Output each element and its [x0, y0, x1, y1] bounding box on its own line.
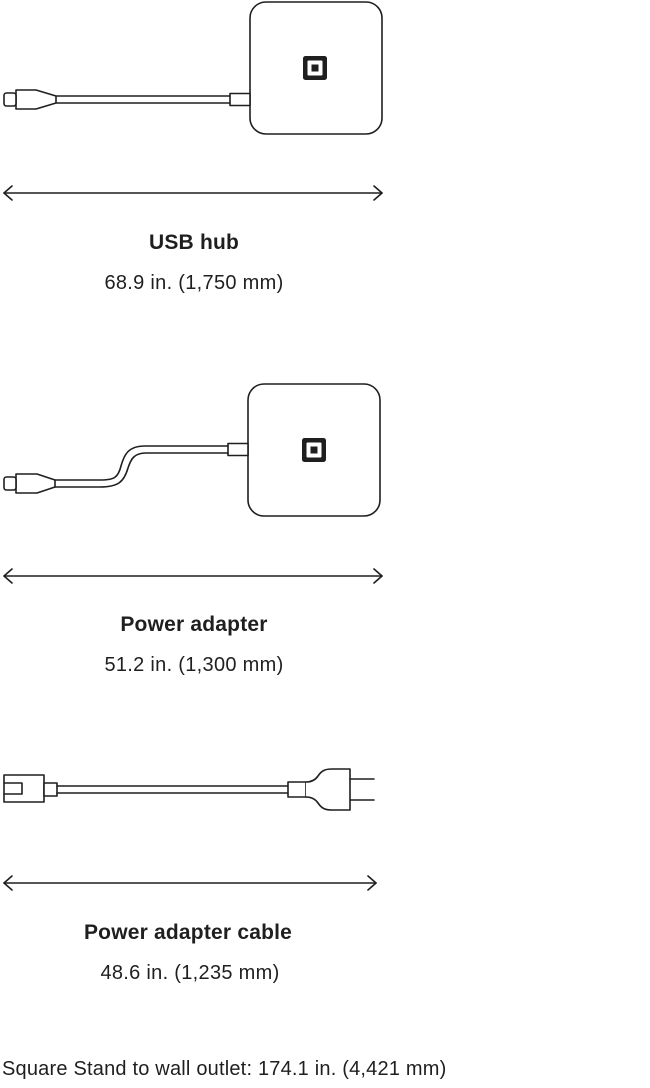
usb-hub-illustration	[3, 1, 383, 135]
usb-hub-title: USB hub	[148, 231, 240, 254]
usb-hub-cable	[3, 89, 251, 110]
power-adapter-cable	[3, 442, 249, 494]
power-adapter-cable-illustration	[3, 768, 375, 811]
power-adapter-title: Power adapter	[120, 613, 268, 636]
power-adapter-illustration	[3, 383, 381, 517]
usb-hub-dimension-arrow	[3, 185, 383, 201]
power-adapter-cable-title: Power adapter cable	[83, 921, 293, 944]
square-logo-icon	[303, 56, 327, 80]
usb-c-plug-icon	[15, 473, 56, 494]
square-logo-icon	[302, 438, 326, 462]
barrel-connector	[3, 774, 58, 803]
total-length-note: Square Stand to wall outlet: 174.1 in. (…	[2, 1058, 447, 1080]
usb-c-plug-icon	[15, 89, 57, 110]
power-adapter-dimension-arrow	[3, 568, 383, 584]
wall-plug-icon	[287, 768, 375, 811]
power-adapter-cable-length: 48.6 in. (1,235 mm)	[100, 962, 280, 984]
power-adapter-cable-dimension-arrow	[3, 875, 377, 891]
power-adapter-length: 51.2 in. (1,300 mm)	[104, 654, 284, 676]
usb-hub-length: 68.9 in. (1,750 mm)	[104, 272, 284, 294]
